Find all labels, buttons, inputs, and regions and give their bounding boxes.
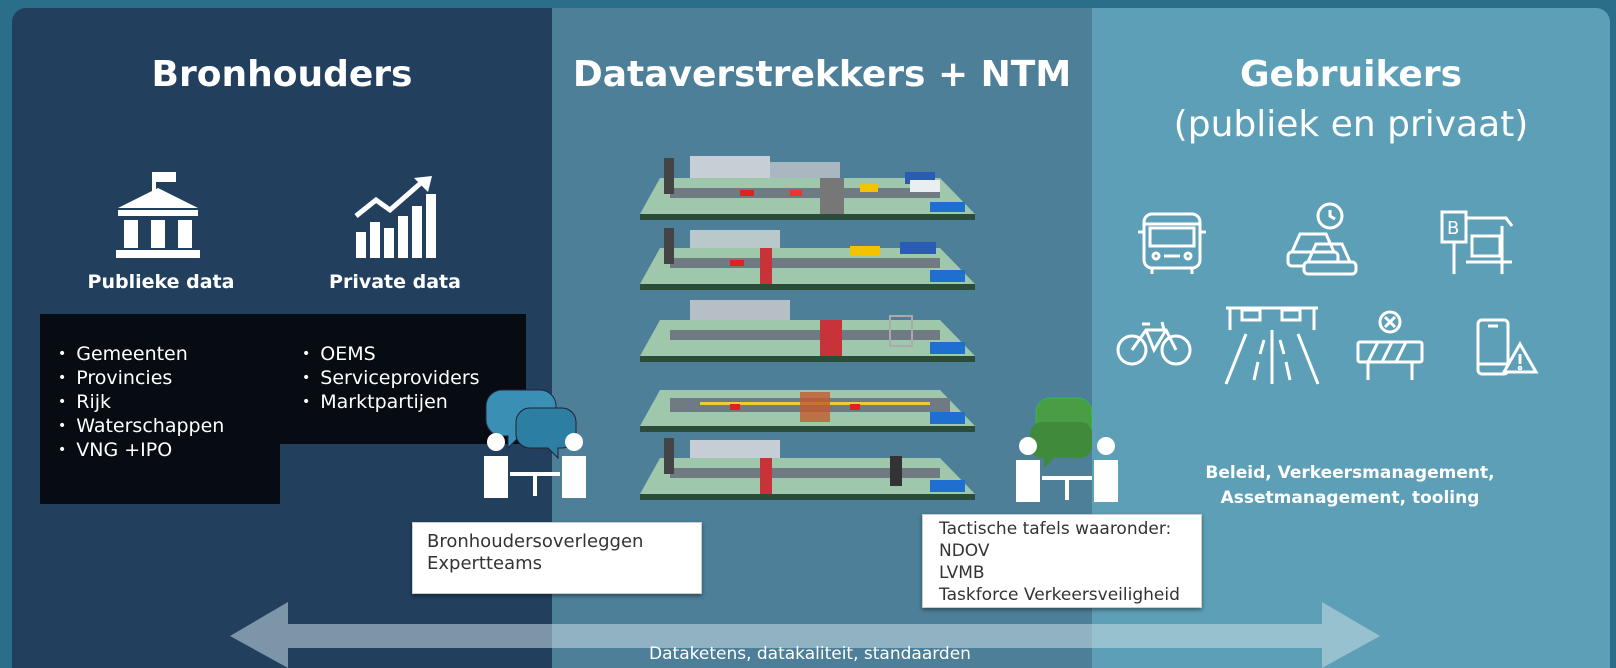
road-layer [640, 228, 975, 290]
bicycle-icon [1116, 321, 1192, 366]
left-meeting-box: Bronhoudersoverleggen Expertteams [412, 522, 702, 594]
bus-stop-icon: B [1440, 210, 1514, 274]
private-data-label: Private data [329, 271, 461, 293]
list-item: OEMS [302, 342, 480, 366]
meeting-item: NDOV [939, 541, 990, 561]
list-item: VNG +IPO [58, 438, 224, 462]
meeting-item: Expertteams [427, 553, 543, 574]
list-item: Marktpartijen [302, 390, 480, 414]
phone-warning-icon [1476, 318, 1539, 376]
road-layer [640, 390, 975, 432]
right-meeting-box: Tactische tafels waaronder: NDOV LVMB Ta… [922, 514, 1202, 608]
gebruikers-description: Beleid, Verkeersmanagement, Assetmanagem… [1180, 461, 1520, 511]
private-data-list: OEMS Serviceproviders Marktpartijen [302, 342, 480, 414]
arrow-label: Dataketens, datakaliteit, standaarden [649, 644, 971, 664]
car-clock-icon [1286, 202, 1358, 276]
growth-chart-icon [354, 176, 436, 258]
public-data-label: Publieke data [87, 271, 235, 293]
road-layers-illustration [640, 156, 975, 500]
list-item: Gemeenten [58, 342, 224, 366]
gebruikers-subtitle: (publiek en privaat) [1173, 104, 1529, 145]
meeting-item: LVMB [939, 563, 985, 583]
description-line: Beleid, Verkeersmanagement, [1205, 463, 1495, 483]
road-layer [640, 300, 975, 362]
list-item: Provincies [58, 366, 224, 390]
description-line: Assetmanagement, tooling [1220, 488, 1480, 508]
list-item: Serviceproviders [302, 366, 479, 390]
list-item: Waterschappen [58, 414, 224, 438]
road-barrier-icon [1356, 310, 1424, 380]
bronhouders-title: Bronhouders [151, 54, 413, 95]
gebruikers-title: Gebruikers [1239, 54, 1463, 95]
list-item: Rijk [58, 390, 224, 414]
dataverstrekkers-title: Dataverstrekkers + NTM [572, 54, 1072, 95]
road-layer [640, 438, 975, 500]
meeting-people-icon [484, 389, 586, 498]
meeting-people-icon [1016, 397, 1118, 502]
svg-text:B: B [1447, 218, 1459, 239]
road-gantry-icon [1224, 306, 1320, 385]
meeting-item: Taskforce Verkeersveiligheid [939, 585, 1180, 605]
meeting-item: Tactische tafels waaronder: [939, 519, 1172, 539]
public-data-list: Gemeenten Provincies Rijk Waterschappen … [58, 342, 224, 462]
government-building-icon [116, 172, 200, 258]
meeting-item: Bronhoudersoverleggen [427, 531, 644, 552]
double-arrow [230, 602, 1380, 668]
road-layer [640, 156, 975, 220]
bus-icon [1138, 212, 1206, 274]
